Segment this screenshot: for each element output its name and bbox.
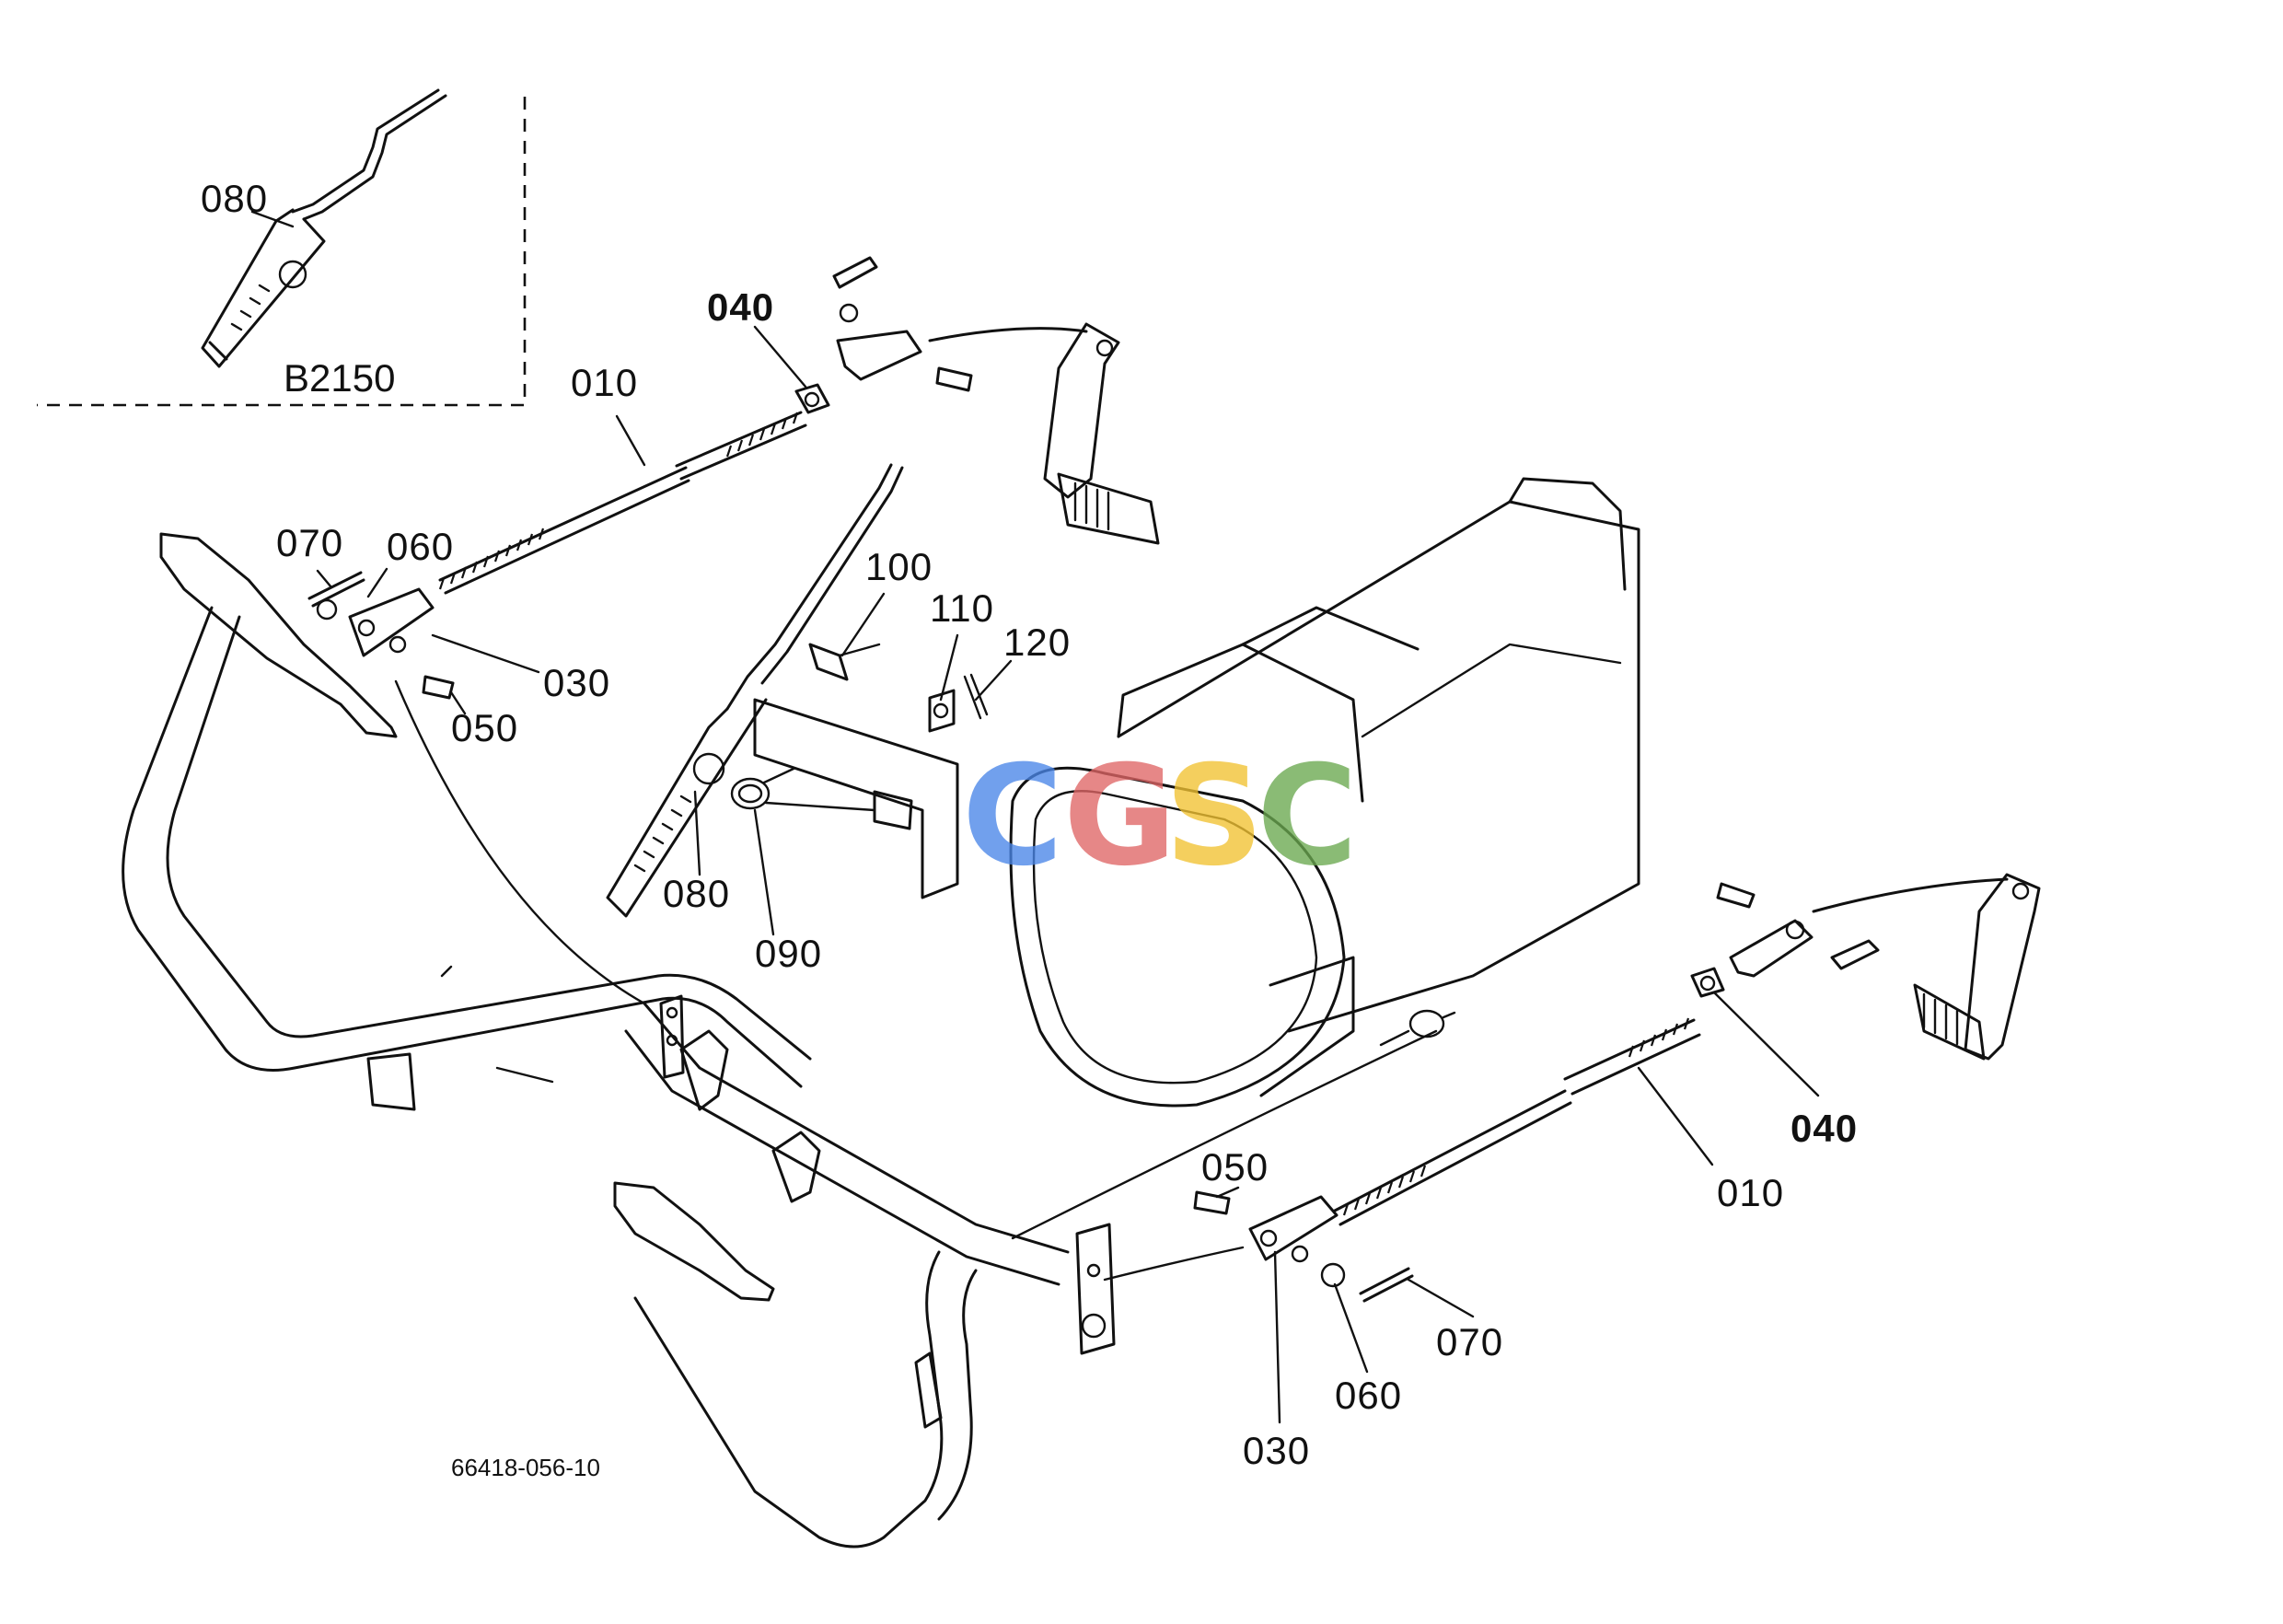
inset-box: B2150 080	[37, 88, 527, 407]
callout-040-lower: 040	[1790, 1107, 1858, 1150]
callout-010-lower: 010	[1717, 1171, 1784, 1214]
callout-120: 120	[1003, 621, 1071, 664]
inset-border	[37, 97, 527, 407]
leader-lines	[316, 325, 1820, 1424]
watermark-logo: C G S C	[962, 737, 1358, 897]
center-lever-assembly	[606, 463, 989, 918]
watermark-letter: C	[1257, 737, 1358, 897]
callout-100: 100	[865, 545, 933, 588]
callout-090: 090	[755, 932, 822, 975]
callout-010-upper: 010	[571, 361, 638, 404]
callout-030-upper: 030	[543, 661, 610, 704]
inset-lever-drawing	[201, 88, 447, 368]
lower-rod-assembly	[1103, 873, 2041, 1303]
callout-070-lower: 070	[1436, 1320, 1503, 1363]
callout-070-upper: 070	[276, 521, 343, 564]
callout-030-lower: 030	[1243, 1429, 1310, 1472]
transmission-housing	[1009, 477, 1640, 1108]
callout-110: 110	[930, 586, 994, 630]
callout-060-lower: 060	[1335, 1374, 1402, 1417]
callout-040-upper: 040	[707, 285, 774, 329]
upper-rod-assembly	[307, 256, 1160, 1005]
watermark-letter: G	[1063, 737, 1176, 897]
watermark-letter: C	[962, 737, 1063, 897]
inset-part-label: 080	[201, 177, 268, 220]
callout-050-upper: 050	[451, 706, 518, 749]
callout-labels: 040 010 070 060 030 050 100 110 120 080 …	[276, 285, 1858, 1472]
drawing-number: 66418-056-10	[451, 1454, 600, 1481]
callout-060-upper: 060	[387, 525, 454, 568]
callout-080: 080	[663, 872, 730, 915]
watermark-letter: S	[1165, 737, 1264, 897]
pedal-frame	[122, 532, 1438, 1549]
callout-050-lower: 050	[1201, 1145, 1269, 1189]
inset-model-label: B2150	[284, 356, 395, 400]
